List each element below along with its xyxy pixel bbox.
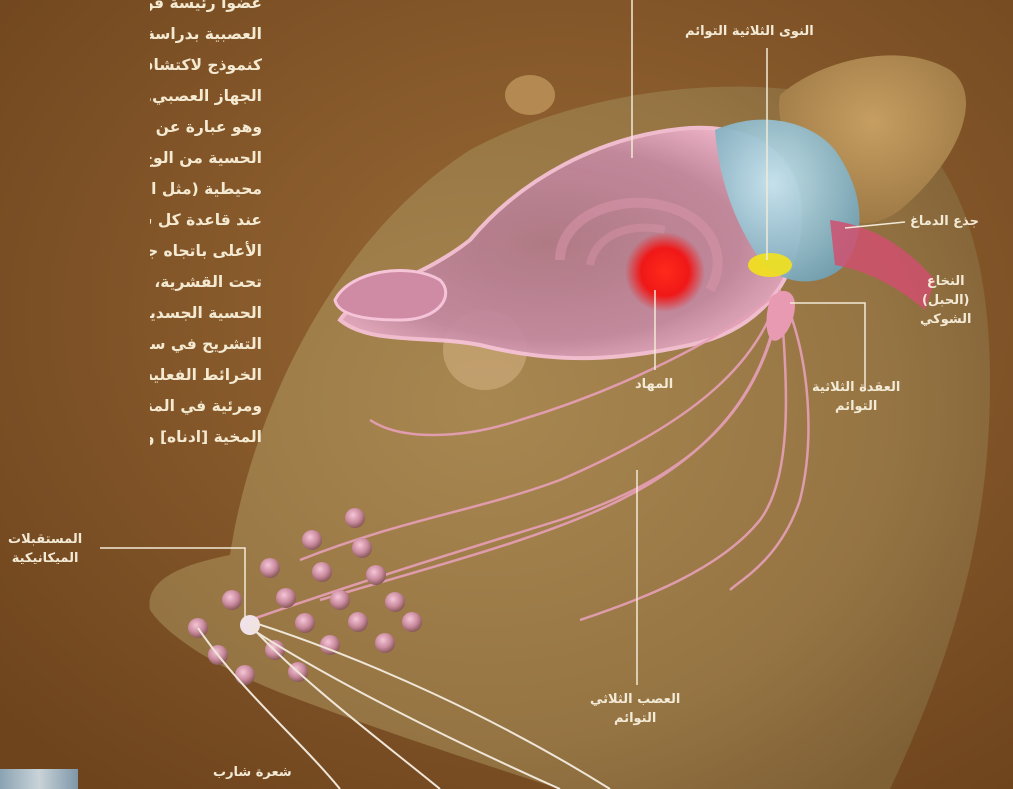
body-line: عند قاعدة كل شا <box>150 205 262 236</box>
label-mechanoreceptors-line: المستقبلات <box>8 530 82 549</box>
label-spinal-cord-line: النخاع <box>920 272 971 291</box>
thalamus-spot <box>625 232 705 312</box>
label-whisker: شعرة شارب <box>213 763 292 782</box>
label-trigeminal-nerve: العصب الثلاثي التوائم <box>590 690 680 728</box>
label-mechanoreceptors-line: الميكانيكية <box>8 549 82 568</box>
label-spinal-cord: النخاع (الحبل) الشوكي <box>920 272 971 329</box>
body-line: الجهاز العصبي. و <box>150 81 262 112</box>
body-line: العصبية بدراسة ا <box>150 19 262 50</box>
label-thalamus: المهاد <box>635 375 673 394</box>
body-line: الحسية من الوج <box>150 143 262 174</box>
body-line: الحسية الجسدية <box>150 298 262 329</box>
body-line: الأعلى باتجاه جذ <box>150 236 262 267</box>
label-trigeminal-ganglion: العقدة الثلاثية التوائم <box>812 378 900 416</box>
label-trigeminal-ganglion-line: العقدة الثلاثية <box>812 378 900 397</box>
label-spinal-cord-line: (الحبل) <box>920 291 971 310</box>
body-text: عضوا رئيسة قوية العصبية بدراسة ا كنموذج … <box>150 0 262 460</box>
label-brainstem: جذع الدماغ <box>910 212 979 231</box>
body-line: التشريح في سب <box>150 329 262 360</box>
body-line: كنموذج لاكتشاف <box>150 50 262 81</box>
body-line: الخرائط الفعلية لا <box>150 360 262 391</box>
bottom-left-strip <box>0 769 78 789</box>
body-line: وهو عبارة عن شا <box>150 112 262 143</box>
body-line: محيطية (مثل المس <box>150 174 262 205</box>
label-trigeminal-nerve-line: التوائم <box>590 709 680 728</box>
label-mechanoreceptors: المستقبلات الميكانيكية <box>8 530 82 568</box>
ear-small <box>505 75 555 115</box>
body-line: المخية [ادناه] ونحا <box>150 422 262 453</box>
body-line: عضوا رئيسة قوية <box>150 0 262 19</box>
label-trigeminal-nuclei: النوى الثلاثية التوائم <box>685 22 814 41</box>
label-trigeminal-ganglion-line: التوائم <box>812 397 900 416</box>
label-spinal-cord-line: الشوكي <box>920 310 971 329</box>
label-trigeminal-nerve-line: العصب الثلاثي <box>590 690 680 709</box>
body-line: تحت القشرية، وا <box>150 267 262 298</box>
body-line: ومرئية في المناطق <box>150 391 262 422</box>
trigeminal-nuclei-spot <box>748 253 792 277</box>
